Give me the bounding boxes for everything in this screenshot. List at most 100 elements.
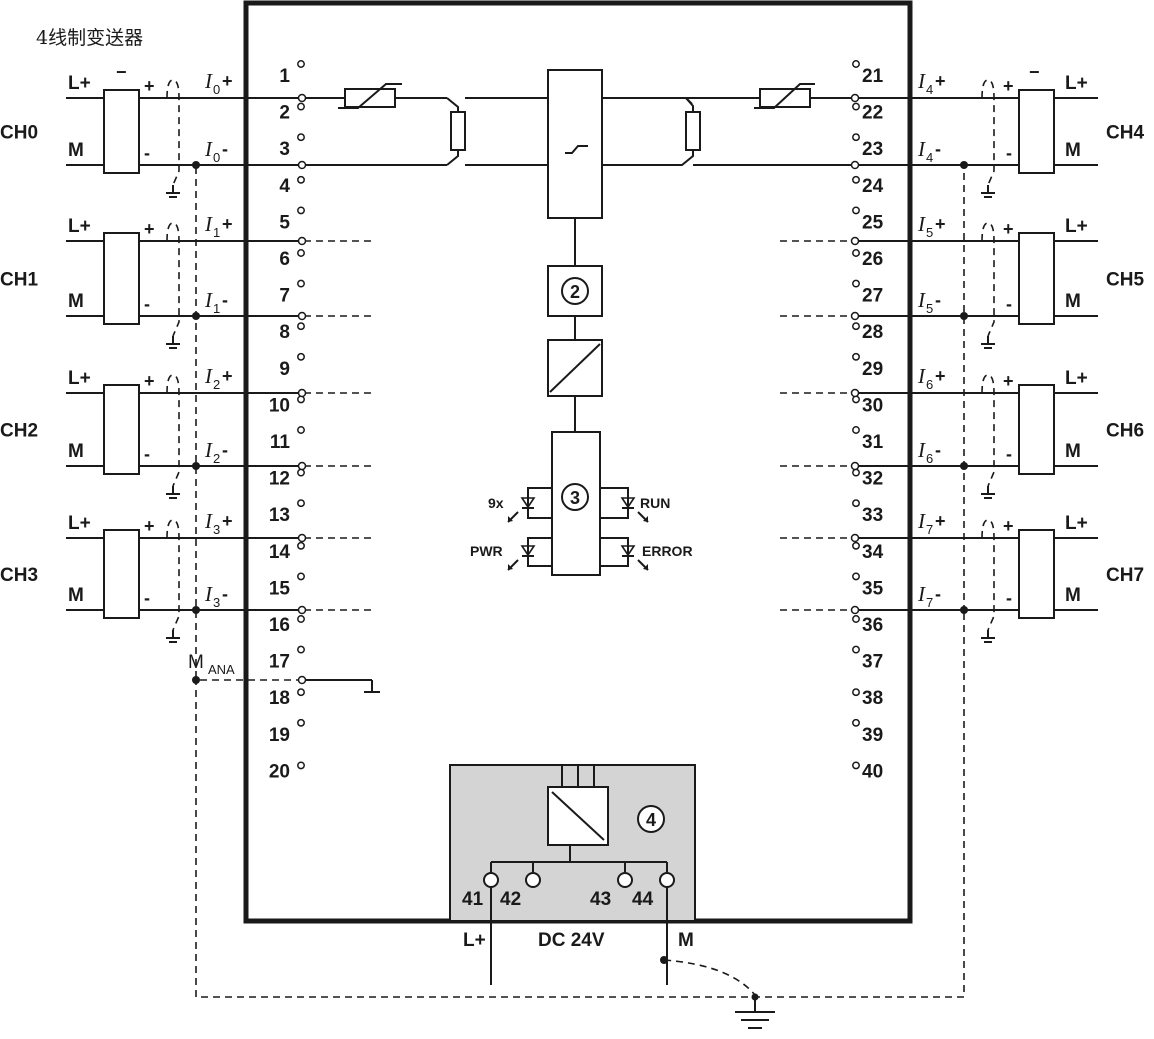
lplus-label: L+ [1065,513,1088,534]
plus-sign: + [1003,371,1014,391]
multiplexer [547,69,603,219]
junction-dot [192,161,200,169]
terminal-screw-right [852,541,860,550]
current-label-minus: I [917,288,926,312]
transmitter [103,384,140,475]
terminal-number-left: 18 [269,688,290,709]
minus-sign: - [1006,444,1012,464]
terminal-screw-right [852,249,860,257]
terminal-screw-left [297,395,305,404]
power-lplus-label: L+ [463,930,486,951]
terminal-screw-left [297,60,305,68]
m-label: M [1065,585,1081,606]
terminal-number-right: 27 [862,286,883,307]
block-4-number: 4 [646,810,656,830]
current-label-minus: I [917,137,926,161]
terminal-number-right: 21 [862,66,884,87]
channel-label: CH2 [0,421,38,442]
terminal-number-right: 32 [862,469,883,490]
block-2-number: 2 [570,282,580,302]
power-supply-block: 4 41 42 43 44 L+ DC 24V M [449,764,756,996]
junction-dot [960,312,968,320]
transmitter-minus: − [116,62,127,82]
plus-sign: + [144,371,155,391]
power-dc-label: DC 24V [538,930,605,951]
terminal-screw-right [852,615,860,623]
terminal-number-right: 40 [862,761,883,782]
terminal-number-right: 35 [862,578,884,599]
current-label-plus: I [917,69,926,93]
lplus-label: L+ [1065,368,1088,389]
led-pwr-icon [507,545,536,571]
terminal-43 [617,872,633,888]
terminal-label-43: 43 [590,889,611,910]
terminal-screw-left [297,468,305,477]
minus-sign: - [1006,143,1012,163]
terminal-screw-right [852,395,860,404]
earth-ground-icon [735,993,775,1029]
terminal-number-right: 33 [862,505,883,526]
current-minus-sign: - [222,584,228,604]
m-label: M [1065,441,1081,462]
lplus-label: L+ [68,73,91,94]
current-minus-sign: - [935,440,941,460]
terminal-number-right: 36 [862,615,883,636]
current-sub: 2 [213,377,220,392]
terminal-screw-right [852,761,860,770]
lplus-label: L+ [68,368,91,389]
m-label: M [68,441,84,462]
terminal-screw-left [297,352,305,361]
terminal-number-left: 5 [279,212,290,233]
terminal-screw-right [852,133,860,142]
led-9x-label: 9x [488,495,504,511]
block-4-marker [637,805,665,833]
current-minus-sign: - [222,290,228,310]
terminal-number-left: 4 [279,176,290,197]
current-plus-sign: + [222,366,233,386]
current-label-plus: I [917,364,926,388]
terminal-number-left: 3 [279,139,290,160]
current-label-plus: I [917,509,926,533]
transmitter [1018,232,1055,325]
terminal-number-left: 8 [279,322,290,343]
current-minus-sign: - [935,139,941,159]
junction-dot [192,462,200,470]
terminal-screw-left [297,688,305,697]
terminal-number-right: 37 [862,652,883,673]
current-sub: 1 [213,301,220,316]
terminal-screw-left [297,426,305,434]
current-label-minus: I [917,582,926,606]
transmitter [103,232,140,325]
current-sub: 2 [213,451,220,466]
channel-label: CH0 [0,123,38,144]
transmitter [103,89,140,174]
terminal-44 [659,872,675,888]
lplus-label: L+ [1065,73,1088,94]
current-label-plus: I [917,212,926,236]
terminal-number-right: 23 [862,139,883,160]
terminal-label-44: 44 [632,889,654,910]
m-label: M [68,140,84,161]
current-plus-sign: + [222,214,233,234]
minus-sign: - [144,294,150,314]
terminal-screw-left [297,175,305,184]
terminal-number-right: 28 [862,322,883,343]
current-sub: 4 [926,150,933,165]
terminal-number-left: 20 [269,761,290,782]
current-sub: 0 [213,150,220,165]
terminal-screw-right [852,499,860,508]
transmitter [1018,529,1055,619]
led-error-label: ERROR [642,543,693,559]
mana-subscript: ANA [208,662,235,677]
current-sub: 3 [213,522,220,537]
current-label-plus: I [204,69,213,93]
channel-label: CH5 [1106,270,1144,291]
terminal-number-left: 16 [269,615,290,636]
terminal-screw-right [852,352,860,361]
led-pwr-label: PWR [470,543,503,559]
terminal-screw-left [297,206,305,215]
minus-sign: - [144,588,150,608]
terminal-number-right: 31 [862,432,884,453]
terminal-number-left: 10 [269,395,290,416]
